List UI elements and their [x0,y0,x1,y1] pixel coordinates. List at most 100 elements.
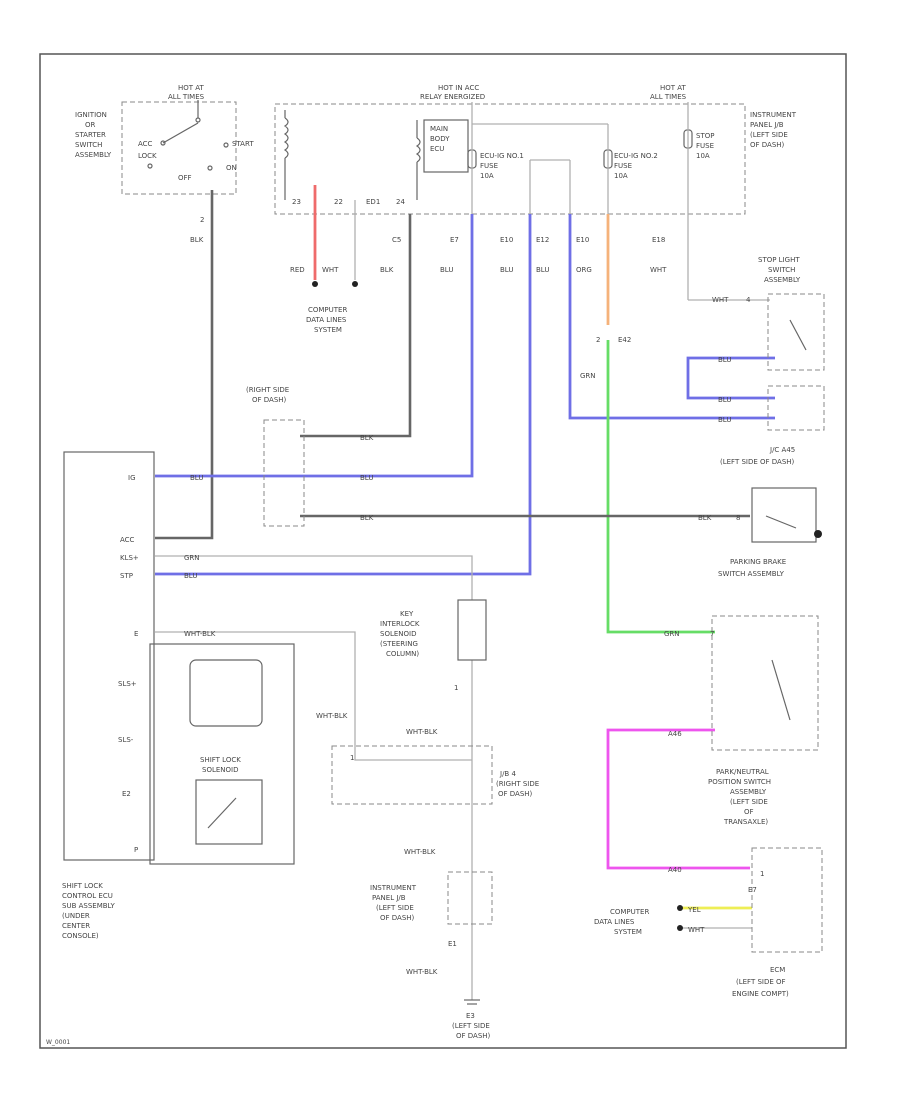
svg-text:INTERLOCK: INTERLOCK [380,620,420,628]
svg-text:LOCK: LOCK [138,152,157,160]
svg-text:OF DASH): OF DASH) [252,396,287,404]
page-code: W_0001 [46,1039,70,1046]
svg-text:(LEFT SIDE: (LEFT SIDE [452,1022,490,1030]
main-body-ecu-label: MAIN BODY ECU [430,125,450,153]
shift-lock-solenoid-label: SHIFT LOCK SOLENOID [200,756,241,774]
svg-text:HOT IN ACC: HOT IN ACC [438,84,479,92]
svg-text:7: 7 [710,630,714,638]
svg-text:FUSE: FUSE [480,162,498,170]
ignition-switch-label: IGNITION OR STARTER SWITCH ASSEMBLY [75,111,112,159]
svg-text:OF DASH): OF DASH) [456,1032,491,1040]
svg-text:SOLENOID: SOLENOID [380,630,416,638]
svg-text:E7: E7 [748,886,757,894]
svg-text:P: P [134,846,138,854]
svg-text:1: 1 [454,684,458,692]
svg-text:SWITCH: SWITCH [75,141,102,149]
svg-text:OF DASH): OF DASH) [498,790,533,798]
wire-pnk [606,728,750,870]
svg-text:C5: C5 [392,236,401,244]
svg-text:OF DASH): OF DASH) [380,914,415,922]
ground-label: E3 (LEFT SIDE OF DASH) [452,1012,491,1040]
svg-text:E42: E42 [618,336,631,344]
svg-text:10A: 10A [480,172,494,180]
svg-text:WHT-BLK: WHT-BLK [404,848,436,856]
svg-text:PARKING BRAKE: PARKING BRAKE [730,558,786,566]
svg-text:1: 1 [760,870,764,878]
svg-text:ALL TIMES: ALL TIMES [650,93,687,101]
svg-text:GRN: GRN [184,554,200,562]
svg-text:SHIFT LOCK: SHIFT LOCK [200,756,241,764]
svg-text:RELAY ENERGIZED: RELAY ENERGIZED [420,93,485,101]
wire-color-labels: BLK RED WHT BLK BLU BLU BLU ORG WHT GRN … [184,236,731,976]
svg-text:J/C A45: J/C A45 [769,446,795,454]
svg-text:HOT AT: HOT AT [178,84,205,92]
svg-text:(UNDER: (UNDER [62,912,90,920]
svg-text:STARTER: STARTER [75,131,106,139]
wire-blk-acc [155,190,214,540]
svg-text:24: 24 [396,198,405,206]
wire-blu-ig [155,214,474,478]
svg-text:(LEFT SIDE OF DASH): (LEFT SIDE OF DASH) [720,458,795,466]
svg-text:E: E [134,630,138,638]
svg-text:WHT: WHT [712,296,729,304]
relay-coil [283,110,421,200]
svg-text:BLU: BLU [184,572,197,580]
svg-text:ON: ON [226,164,237,172]
svg-text:WHT: WHT [650,266,667,274]
connector-pins-top: 23 22 ED1 24 C5 E7 E10 E12 E10 E18 [292,198,665,244]
svg-text:FUSE: FUSE [614,162,632,170]
wire-blu-stop [568,214,775,420]
svg-text:2: 2 [200,216,204,224]
svg-text:GRN: GRN [664,630,680,638]
jc-label: J/C A45 (LEFT SIDE OF DASH) [720,446,795,466]
svg-text:WHT-BLK: WHT-BLK [316,712,348,720]
svg-text:4: 4 [746,296,751,304]
svg-text:2: 2 [596,336,600,344]
svg-text:OR: OR [85,121,96,129]
svg-text:DATA LINES: DATA LINES [594,918,635,926]
svg-text:START: START [232,140,254,148]
svg-text:ACC: ACC [120,536,135,544]
hot-at-all-times-2: HOT AT ALL TIMES [650,84,687,101]
svg-text:HOT AT: HOT AT [660,84,687,92]
svg-text:PANEL J/B: PANEL J/B [750,121,784,129]
wire-runs [155,185,775,1000]
svg-text:(LEFT SIDE OF: (LEFT SIDE OF [736,978,786,986]
ignition-switch-box [121,101,237,195]
svg-text:INSTRUMENT: INSTRUMENT [750,111,797,119]
svg-text:PANEL J/B: PANEL J/B [372,894,406,902]
computer-data-lines-1: COMPUTER DATA LINES SYSTEM [306,306,347,334]
svg-text:ENGINE COMPT): ENGINE COMPT) [732,990,789,998]
svg-text:SUB ASSEMBLY: SUB ASSEMBLY [62,902,116,910]
svg-text:BLK: BLK [360,514,374,522]
ignition-switch-contacts [147,100,229,171]
svg-text:WHT-BLK: WHT-BLK [406,728,438,736]
svg-text:CONSOLE): CONSOLE) [62,932,99,940]
svg-text:BLU: BLU [500,266,513,274]
svg-text:10A: 10A [614,172,628,180]
svg-text:POSITION SWITCH: POSITION SWITCH [708,778,771,786]
hot-at-all-times-1: HOT AT ALL TIMES [168,84,205,101]
svg-text:BLU: BLU [360,474,373,482]
stop-light-label: STOP LIGHT SWITCH ASSEMBLY [758,256,801,284]
wire-blu-stp [155,214,532,576]
svg-text:SWITCH: SWITCH [768,266,795,274]
svg-text:OFF: OFF [178,174,192,182]
svg-text:ECU: ECU [430,145,444,153]
svg-text:ASSEMBLY: ASSEMBLY [75,151,112,159]
svg-text:GRN: GRN [580,372,596,380]
main-body-ecu-box [423,119,469,173]
svg-text:RED: RED [290,266,305,274]
svg-text:WHT: WHT [688,926,705,934]
svg-text:BLK: BLK [380,266,394,274]
svg-text:OF DASH): OF DASH) [750,141,785,149]
svg-text:BODY: BODY [430,135,450,143]
svg-text:BLK: BLK [190,236,204,244]
svg-text:8: 8 [736,514,740,522]
svg-text:ED1: ED1 [366,198,380,206]
ecu-pin-labels: IG ACC KLS+ STP E SLS+ SLS- E2 P [118,474,139,854]
components [63,293,825,1005]
park-neutral-label: PARK/NEUTRAL POSITION SWITCH ASSEMBLY (L… [708,768,771,826]
key-interlock-label: KEY INTERLOCK SOLENOID (STEERING COLUMN) [380,610,420,658]
